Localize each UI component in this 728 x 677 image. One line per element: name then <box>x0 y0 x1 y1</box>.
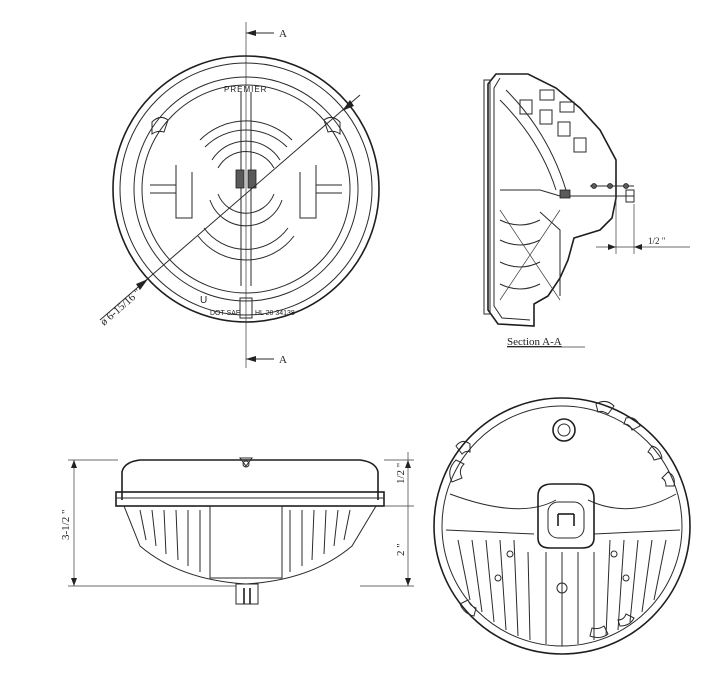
bezel <box>115 491 385 507</box>
reflector-upper <box>499 99 557 191</box>
upper-fins <box>519 89 587 153</box>
rear-split-left <box>449 493 557 510</box>
section-mark-top: A <box>279 28 287 40</box>
top-vent <box>242 460 250 468</box>
diameter-dimension: ø 6-15/16 " <box>98 287 143 329</box>
rear-view <box>433 397 691 655</box>
pin-3 <box>623 183 629 189</box>
lens-dome <box>121 459 379 500</box>
outer-ring <box>112 55 380 323</box>
front-view: A A <box>98 22 380 368</box>
rear-connector <box>537 483 595 549</box>
housing-body <box>123 505 377 585</box>
rear-fins <box>457 539 667 646</box>
side-view: 3-1/2 " 1/2 " 2 " <box>60 452 414 605</box>
reflector-upper-2 <box>505 89 567 191</box>
dim-lower-arrow <box>405 578 411 586</box>
lower-optics <box>499 209 561 301</box>
connector-block <box>559 189 571 199</box>
marking-hl: HL 20 34138 <box>255 310 295 317</box>
arrow-head-bottom <box>246 356 256 362</box>
housing-inner <box>493 77 531 321</box>
connector-housing <box>209 505 283 579</box>
section-title: Section A-A <box>507 336 562 348</box>
lens-pattern <box>150 92 342 286</box>
heatsink-fins <box>139 509 351 572</box>
section-view: 1/2 " Section A-A <box>483 73 690 348</box>
mount-tab-right <box>323 116 341 136</box>
housing-outline <box>487 73 617 327</box>
ring-3 <box>133 76 359 302</box>
marking-dot-sae: DOT SAE <box>210 310 241 317</box>
rear-split-right <box>587 493 677 510</box>
rear-clips <box>449 400 675 639</box>
led-left <box>235 169 245 189</box>
mount-tab-left <box>151 116 169 136</box>
top-notch <box>239 457 253 467</box>
plug <box>235 583 259 605</box>
dim-upper-arrow <box>405 460 411 468</box>
diameter-arrow-left <box>136 279 148 290</box>
lens-rim <box>483 79 491 315</box>
arrow-head-top <box>246 30 256 36</box>
dim-arrow-a <box>608 244 616 250</box>
section-mark-bottom: A <box>279 354 287 366</box>
brand-text: PREMIER <box>224 85 267 94</box>
rear-vent <box>552 418 576 442</box>
rear-band-right <box>593 529 681 535</box>
reflector-line <box>500 189 590 197</box>
rear-outer-ring <box>433 397 691 655</box>
lower-dimension: 2 " <box>395 543 407 556</box>
dim-arrow-b <box>634 244 642 250</box>
pin-2 <box>607 183 613 189</box>
led-right <box>247 169 257 189</box>
upper-dimension: 1/2 " <box>395 463 407 484</box>
dim-total-arrow-top <box>71 460 77 468</box>
mount-tab-bottom <box>239 297 253 319</box>
lens-ring <box>141 84 351 294</box>
ring-2 <box>119 62 373 316</box>
rear-vent-inner <box>557 423 571 437</box>
total-height-dimension: 3-1/2 " <box>60 510 72 540</box>
marking-u: U <box>200 295 207 306</box>
pin-1 <box>591 183 597 189</box>
diameter-arrow-right <box>342 100 354 111</box>
dim-total-arrow-bottom <box>71 578 77 586</box>
offset-dimension: 1/2 " <box>648 236 666 246</box>
rear-band-left <box>445 529 535 535</box>
rear-socket <box>547 501 585 539</box>
terminal <box>625 189 635 203</box>
